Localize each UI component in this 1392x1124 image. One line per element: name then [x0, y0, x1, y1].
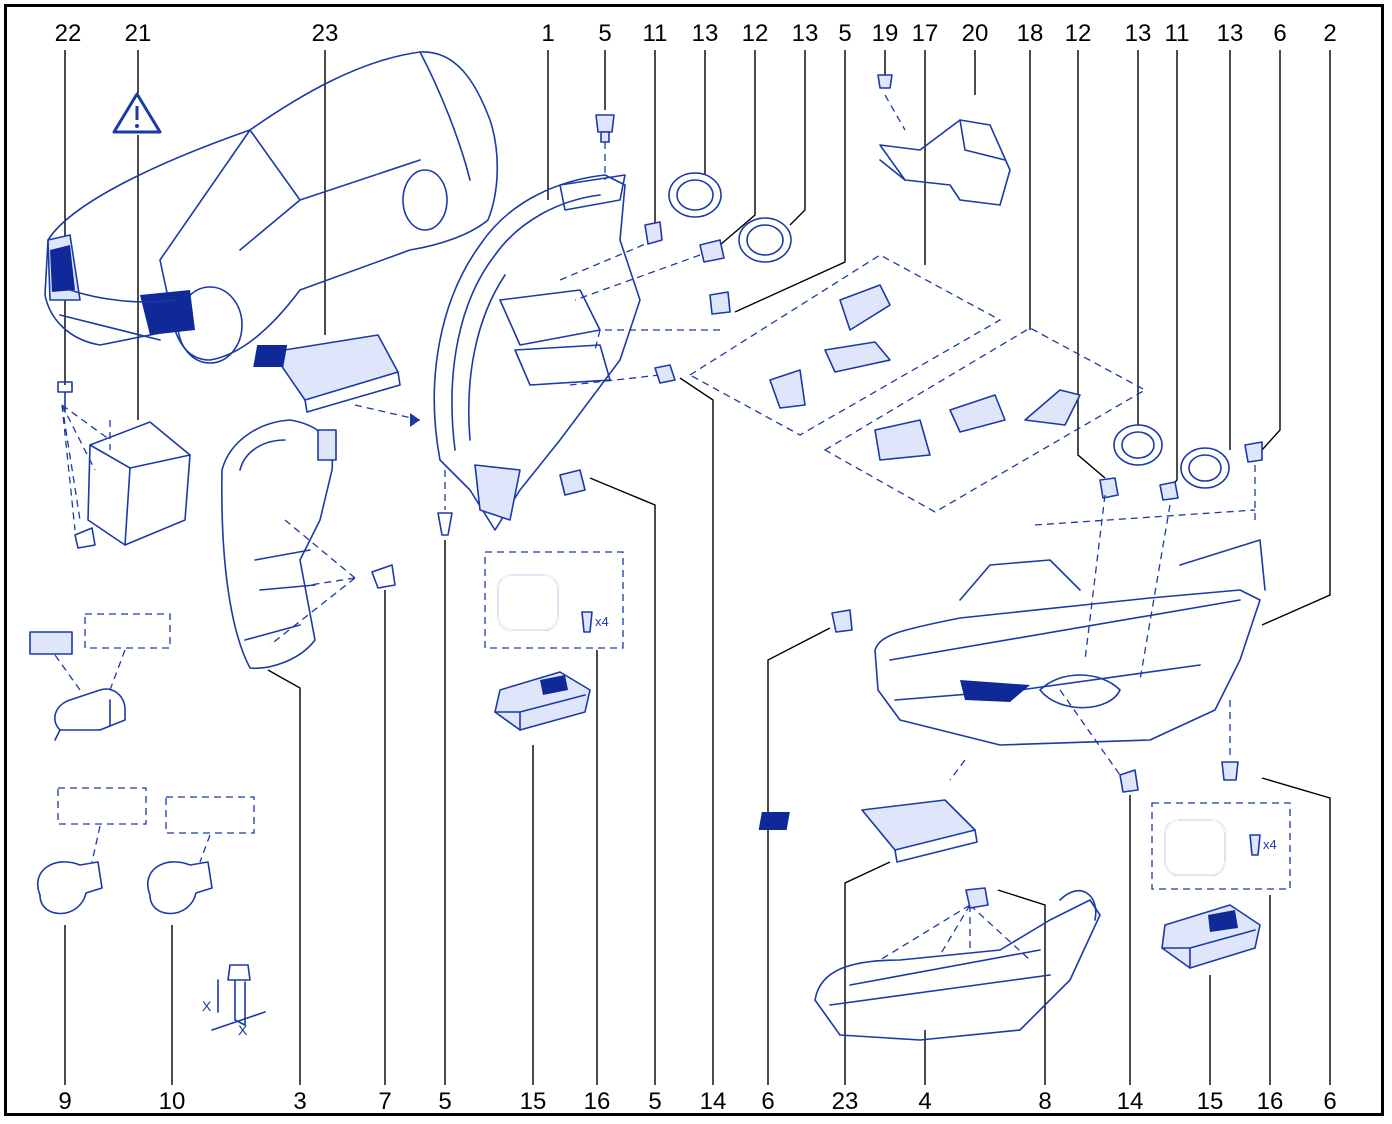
bulb-h7-group — [29, 613, 171, 741]
callout-number: 5 — [438, 1088, 452, 1115]
callout-number: 2 — [1323, 20, 1337, 47]
callout-number: 7 — [378, 1088, 392, 1115]
warning-triangle-icon — [112, 92, 162, 134]
module-15-right — [1161, 904, 1261, 969]
kit-left-quantity: x4 — [595, 614, 609, 629]
callout-number: 5 — [648, 1088, 662, 1115]
callout-number: 11 — [642, 20, 668, 47]
ballast-23-top — [253, 334, 421, 427]
brackets-kit-18 — [823, 327, 1147, 513]
callout-number: 14 — [1116, 1088, 1144, 1115]
callout-number: 16 — [583, 1088, 611, 1115]
dimension-x-horizontal: X — [238, 1022, 248, 1038]
kit-right-quantity: x4 — [1263, 837, 1277, 852]
callout-number: 13 — [791, 20, 819, 47]
callout-number: 12 — [741, 20, 769, 47]
callout-number: 23 — [311, 20, 339, 47]
callout-number: 16 — [1256, 1088, 1284, 1115]
callout-number: 5 — [598, 20, 612, 47]
gasket-kit-16-left — [484, 551, 624, 649]
callout-number: 9 — [58, 1088, 72, 1115]
bulb-10 — [147, 796, 255, 915]
module-21-group — [57, 381, 191, 549]
callout-number: 19 — [871, 20, 899, 47]
callout-number: 23 — [831, 1088, 859, 1115]
callout-number: 10 — [158, 1088, 186, 1115]
headlamp-2-right — [831, 465, 1266, 793]
callout-number: 8 — [1038, 1088, 1052, 1115]
lamp-4 — [814, 887, 1101, 1041]
bolt-dimension — [211, 964, 266, 1031]
callout-number: 13 — [691, 20, 719, 47]
callout-number: 4 — [918, 1088, 932, 1115]
brackets-kit-17 — [688, 254, 1002, 436]
callout-number: 3 — [293, 1088, 307, 1115]
callout-number: 1 — [541, 20, 555, 47]
bracket-20 — [877, 74, 1011, 206]
car-location-view — [44, 51, 499, 364]
diagram-border — [4, 4, 1384, 1116]
callout-number: 13 — [1124, 20, 1152, 47]
callout-number: 6 — [1273, 20, 1287, 47]
lamp-housing-3 — [221, 419, 396, 670]
gasket-kit-16-right — [1151, 802, 1291, 890]
callout-number: 15 — [519, 1088, 547, 1115]
leader-lines — [64, 50, 1331, 1085]
callout-number: 6 — [761, 1088, 775, 1115]
callout-number: 14 — [699, 1088, 727, 1115]
callout-number: 17 — [911, 20, 939, 47]
module-15-left — [494, 671, 591, 731]
callout-number: 18 — [1016, 20, 1044, 47]
callout-number: 11 — [1164, 20, 1190, 47]
callout-number: 21 — [124, 20, 152, 47]
callout-number: 15 — [1196, 1088, 1224, 1115]
callout-number: 5 — [838, 20, 852, 47]
callout-number: 13 — [1216, 20, 1244, 47]
callout-number: 20 — [961, 20, 989, 47]
callout-number: 12 — [1064, 20, 1092, 47]
headlamp-1-left — [433, 118, 720, 536]
rings-right — [1099, 424, 1263, 501]
small-parts-top — [559, 114, 792, 496]
ballast-23-bottom — [758, 799, 978, 863]
callout-number: 6 — [1323, 1088, 1337, 1115]
bulb-9 — [37, 787, 147, 915]
callout-number: 22 — [54, 20, 82, 47]
dimension-x-vertical: X — [202, 998, 212, 1014]
